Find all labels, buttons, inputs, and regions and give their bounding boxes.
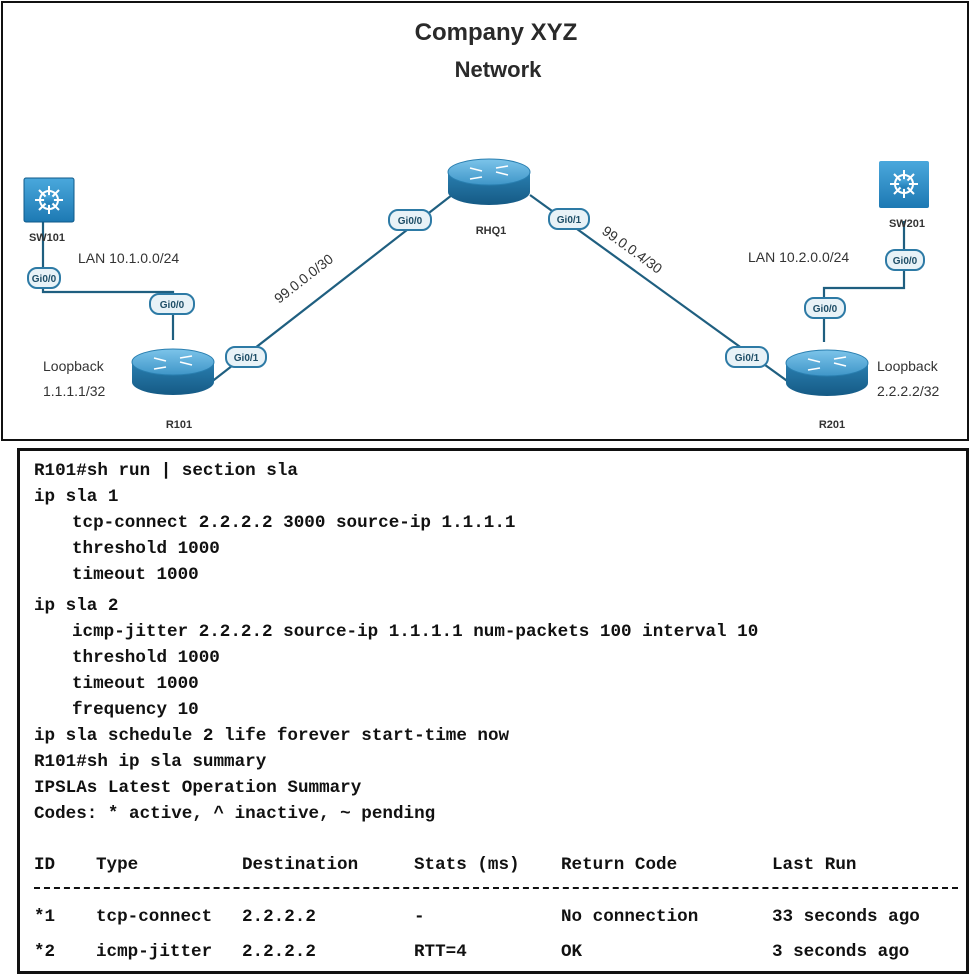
svg-text:Gi0/0: Gi0/0 [160,300,185,311]
cli-line: threshold 1000 [72,539,220,559]
cli-line: Codes: * active, ^ inactive, ~ pending [34,804,436,824]
loopback-left-label: Loopback [43,358,105,374]
table-header-destination: Destination [242,855,359,875]
r101-label: R101 [166,419,192,431]
svg-text:Gi0/0: Gi0/0 [813,304,838,315]
svg-text:Gi0/1: Gi0/1 [557,215,582,226]
diagram-frame [1,1,969,441]
iface-sw201-gi00: Gi0/0 [885,249,925,271]
r201-router-icon [785,349,869,396]
iface-r101-gi00: Gi0/0 [149,293,195,315]
table-header-last-run: Last Run [772,855,857,875]
rhq1-label: RHQ1 [476,225,507,237]
sw201-label: SW201 [889,218,925,230]
lan-right-label: LAN 10.2.0.0/24 [748,249,849,265]
iface-r101-gi01: Gi0/1 [225,346,267,368]
iface-rhq1-gi00: Gi0/0 [388,209,432,231]
table-header-stats: Stats (ms) [414,855,520,875]
lan-left-label: LAN 10.1.0.0/24 [78,250,179,266]
r101-router-icon [131,348,215,395]
table-cell-type: tcp-connect [96,907,213,927]
iface-r201-gi00: Gi0/0 [804,297,846,319]
diagram-title-line1: Company XYZ [415,19,578,46]
cli-line: threshold 1000 [72,648,220,668]
network-topology-svg: Company XYZ Network SW101 [23,19,939,431]
loopback-left-ip: 1.1.1.1/32 [43,383,105,399]
network-diagram: Company XYZ Network SW101 [0,0,974,446]
table-header-return-code: Return Code [561,855,678,875]
table-cell-stats: RTT=4 [414,942,467,962]
cli-line: timeout 1000 [72,674,199,694]
svg-text:Gi0/1: Gi0/1 [234,353,259,364]
cli-line: timeout 1000 [72,565,199,585]
sw101-switch-icon [23,177,75,223]
cli-line: ip sla 1 [34,487,119,507]
diagram-title-line2: Network [455,57,543,82]
table-cell-destination: 2.2.2.2 [242,907,316,927]
cli-line: tcp-connect 2.2.2.2 3000 source-ip 1.1.1… [72,513,516,533]
cli-line: frequency 10 [72,700,199,720]
r201-label: R201 [819,419,845,431]
cli-line: R101#sh ip sla summary [34,752,267,772]
table-cell-last-run: 3 seconds ago [772,942,910,962]
table-separator [34,887,958,889]
cli-line: R101#sh run | section sla [34,461,298,481]
link-sw101-r101 [41,221,175,340]
cli-line: ip sla 2 [34,596,119,616]
table-cell-last-run: 33 seconds ago [772,907,920,927]
iface-rhq1-gi01: Gi0/1 [548,208,590,230]
sw101-label: SW101 [29,232,65,244]
sw201-switch-icon [879,161,929,208]
svg-text:Gi0/0: Gi0/0 [893,256,918,267]
table-header-id: ID [34,855,56,875]
cli-line: IPSLAs Latest Operation Summary [34,778,362,798]
cli-line: ip sla schedule 2 life forever start-tim… [34,726,510,746]
svg-text:Gi0/0: Gi0/0 [32,274,57,285]
cli-output-panel: R101#sh run | section sla ip sla 1 tcp-c… [17,448,969,974]
table-cell-destination: 2.2.2.2 [242,942,316,962]
loopback-right-label: Loopback [877,358,939,374]
svg-text:Gi0/0: Gi0/0 [398,216,423,227]
table-cell-id: *2 [34,942,56,962]
table-cell-return-code: OK [561,942,583,962]
table-cell-return-code: No connection [561,907,699,927]
table-cell-type: icmp-jitter [96,942,213,962]
table-cell-stats: - [414,907,425,927]
svg-text:Gi0/1: Gi0/1 [735,353,760,364]
cli-line: icmp-jitter 2.2.2.2 source-ip 1.1.1.1 nu… [72,622,759,642]
iface-sw101-gi00: Gi0/0 [27,267,61,289]
iface-r201-gi01: Gi0/1 [725,346,769,368]
table-header-type: Type [96,855,139,875]
table-cell-id: *1 [34,907,56,927]
loopback-right-ip: 2.2.2.2/32 [877,383,939,399]
rhq1-router-icon [447,158,531,205]
